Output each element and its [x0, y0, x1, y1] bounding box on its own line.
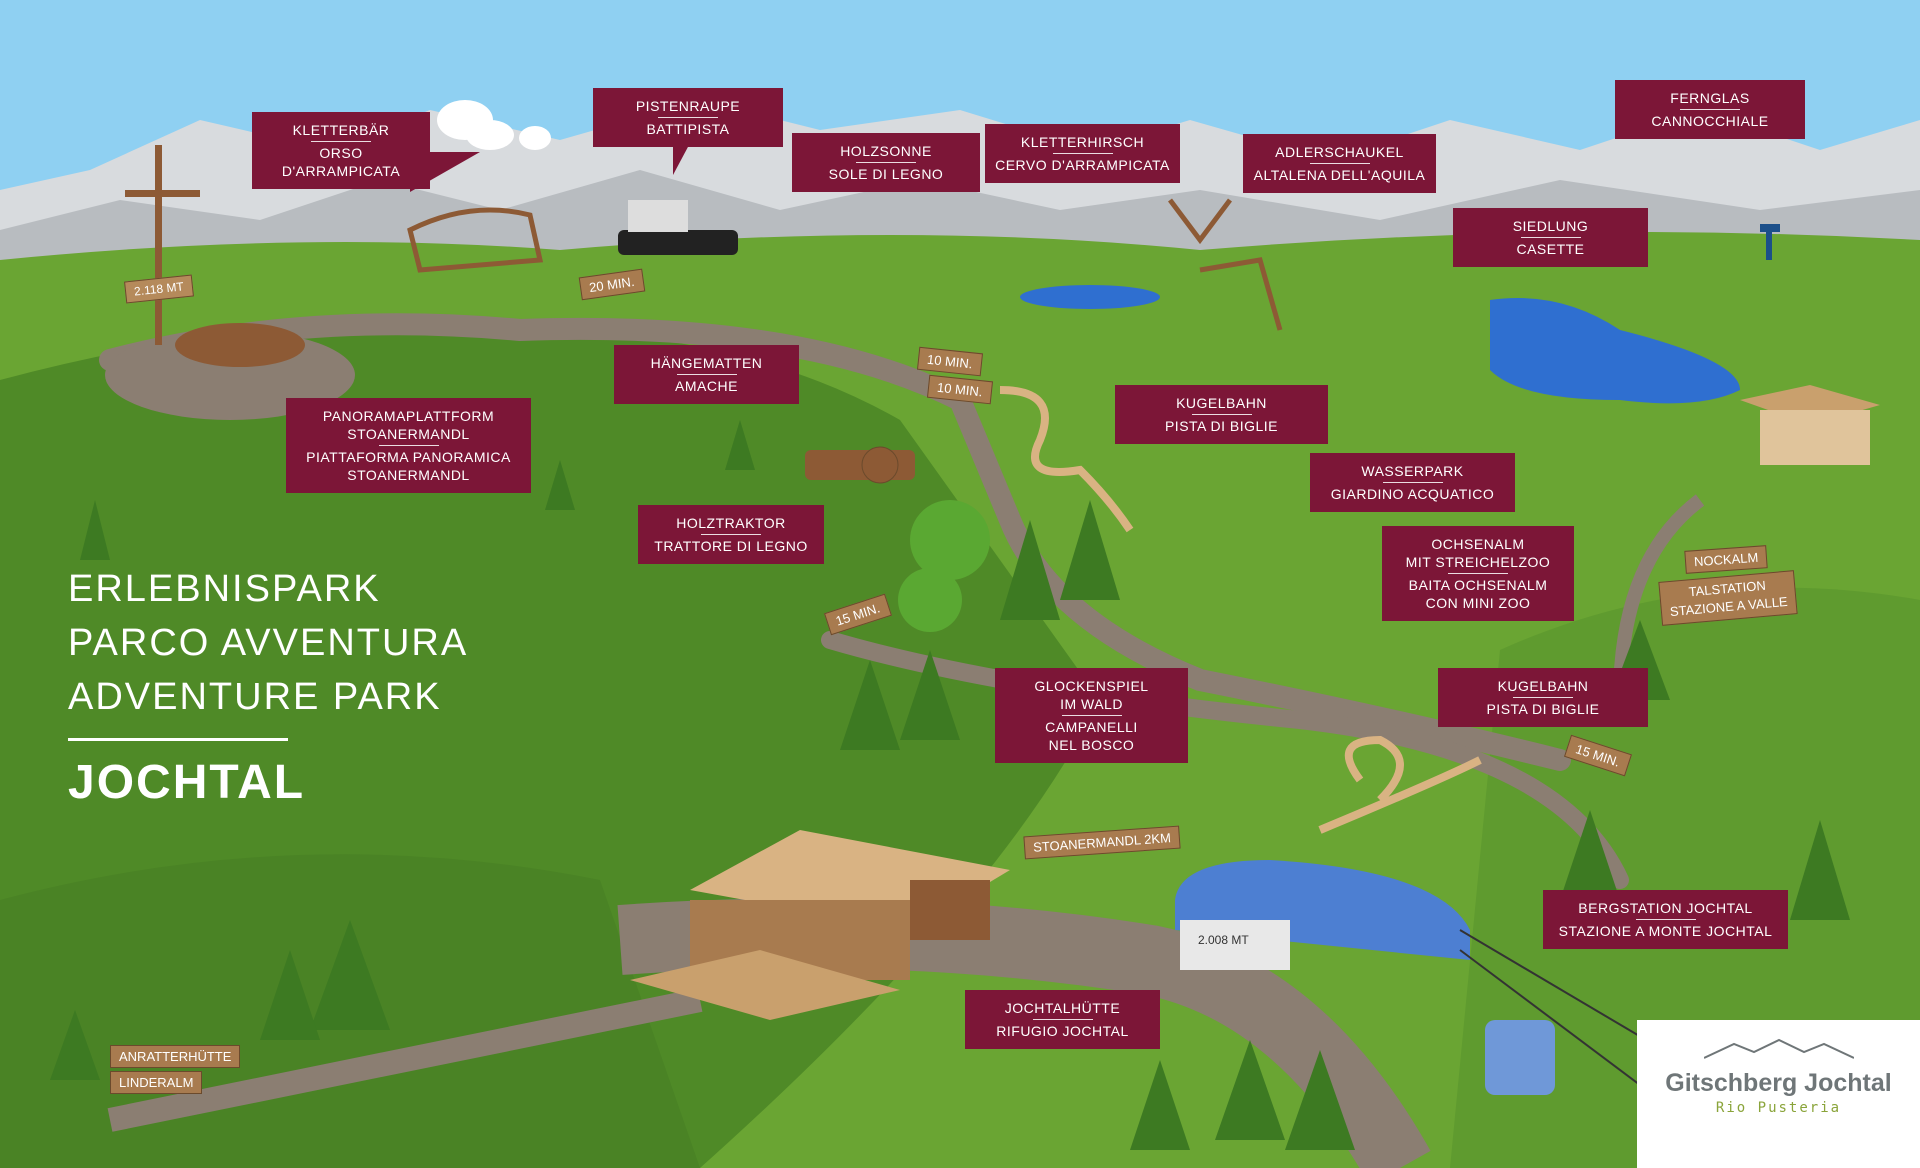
label-text: GIARDINO ACQUATICO [1330, 486, 1495, 502]
label-kugelbahn-top[interactable]: KUGELBAHN PISTA DI BIGLIE [1115, 385, 1328, 444]
label-text: AMACHE [675, 378, 738, 394]
mountain-logo-icon [1703, 1038, 1854, 1059]
label-text: CERVO D'ARRAMPICATA [995, 157, 1170, 173]
label-text: BERGSTATION JOCHTAL [1578, 900, 1753, 916]
label-text: PANORAMAPLATTFORM [322, 408, 495, 424]
label-text: BATTIPISTA [646, 121, 730, 137]
label-bergstation[interactable]: BERGSTATION JOCHTAL STAZIONE A MONTE JOC… [1543, 890, 1788, 949]
label-text: STOANERMANDL [347, 467, 470, 483]
label-text: CASETTE [1516, 241, 1585, 257]
title-line-en: ADVENTURE PARK [68, 676, 442, 718]
direction-sign-anratterhuette: ANRATTERHÜTTE [110, 1045, 241, 1068]
label-text: FERNGLAS [1670, 90, 1750, 106]
title-divider [68, 738, 288, 741]
label-text: CANNOCCHIALE [1651, 113, 1769, 129]
label-text: WASSERPARK [1361, 463, 1464, 479]
label-text: PISTA DI BIGLIE [1164, 418, 1279, 434]
label-text: HOLZTRAKTOR [676, 515, 786, 531]
label-text: MIT STREICHELZOO [1405, 554, 1551, 570]
label-text: ALTALENA DELL'AQUILA [1253, 167, 1426, 183]
brand-logo: Gitschberg Jochtal Rio Pusteria [1637, 1020, 1920, 1168]
altitude-sign-station: 2.008 MT [1190, 930, 1257, 950]
label-text: BAITA OCHSENALM [1408, 577, 1548, 593]
label-text: GLOCKENSPIEL [1034, 678, 1149, 694]
label-panoramaplattform[interactable]: PANORAMAPLATTFORM STOANERMANDL PIATTAFOR… [286, 398, 531, 493]
label-holzsonne[interactable]: HOLZSONNE SOLE DI LEGNO [792, 133, 980, 192]
label-text: KLETTERBÄR [292, 122, 390, 138]
label-text: KUGELBAHN [1176, 395, 1267, 411]
logo-name: Gitschberg Jochtal [1665, 1069, 1892, 1097]
label-text: IM WALD [1060, 696, 1123, 712]
label-kletterhirsch[interactable]: KLETTERHIRSCH CERVO D'ARRAMPICATA [985, 124, 1180, 183]
label-text: STAZIONE A MONTE JOCHTAL [1558, 923, 1773, 939]
label-text: HÄNGEMATTEN [650, 355, 763, 371]
label-text: CON MINI ZOO [1425, 595, 1531, 611]
title-line-it: PARCO AVVENTURA [68, 622, 469, 664]
label-pistenraupe[interactable]: PISTENRAUPE BATTIPISTA [593, 88, 783, 175]
label-kugelbahn-bottom[interactable]: KUGELBAHN PISTA DI BIGLIE [1438, 668, 1648, 727]
label-text: JOCHTALHÜTTE [1004, 1000, 1121, 1016]
label-text: KUGELBAHN [1497, 678, 1589, 694]
label-siedlung[interactable]: SIEDLUNG CASETTE [1453, 208, 1648, 267]
label-text: NEL BOSCO [1048, 737, 1135, 753]
direction-sign-linderalm: LINDERALM [110, 1071, 203, 1094]
label-text: TRATTORE DI LEGNO [654, 538, 808, 554]
label-text: KLETTERHIRSCH [1020, 134, 1145, 150]
label-text: PIATTAFORMA PANORAMICA [306, 449, 511, 465]
title-place: JOCHTAL [68, 756, 306, 809]
label-haengematten[interactable]: HÄNGEMATTEN AMACHE [614, 345, 799, 404]
label-text: CAMPANELLI [1045, 719, 1138, 735]
label-fernglas[interactable]: FERNGLAS CANNOCCHIALE [1615, 80, 1805, 139]
label-adlerschaukel[interactable]: ADLERSCHAUKEL ALTALENA DELL'AQUILA [1243, 134, 1436, 193]
label-wasserpark[interactable]: WASSERPARK GIARDINO ACQUATICO [1310, 453, 1515, 512]
label-text: PISTENRAUPE [635, 98, 741, 114]
park-title: ERLEBNISPARK PARCO AVVENTURA ADVENTURE P… [68, 562, 468, 810]
title-line-de: ERLEBNISPARK [68, 568, 381, 610]
logo-subtitle: Rio Pusteria [1715, 1100, 1842, 1116]
label-text: STOANERMANDL [347, 426, 470, 442]
label-ochsenalm[interactable]: OCHSENALM MIT STREICHELZOO BAITA OCHSENA… [1382, 526, 1574, 621]
label-text: HOLZSONNE [840, 143, 932, 159]
label-holztraktor[interactable]: HOLZTRAKTOR TRATTORE DI LEGNO [638, 505, 824, 564]
label-jochtalhuette[interactable]: JOCHTALHÜTTE RIFUGIO JOCHTAL [965, 990, 1160, 1049]
label-text: ORSO D'ARRAMPICATA [281, 145, 401, 179]
label-glockenspiel[interactable]: GLOCKENSPIEL IM WALD CAMPANELLI NEL BOSC… [995, 668, 1188, 763]
label-text: SIEDLUNG [1512, 218, 1589, 234]
label-text: OCHSENALM [1431, 536, 1525, 552]
label-text: RIFUGIO JOCHTAL [996, 1023, 1129, 1039]
label-text: SOLE DI LEGNO [828, 166, 944, 182]
label-text: ADLERSCHAUKEL [1275, 144, 1404, 160]
label-text: PISTA DI BIGLIE [1486, 701, 1600, 717]
label-kletterbaer[interactable]: KLETTERBÄR ORSO D'ARRAMPICATA [252, 112, 480, 192]
